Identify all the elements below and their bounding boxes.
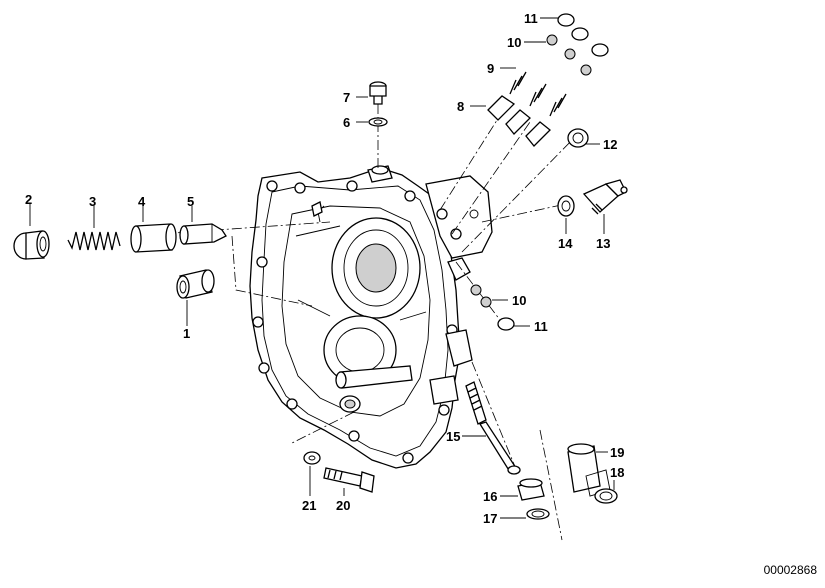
part-10-balls-lower: [470, 284, 492, 308]
part-3-spring: [67, 231, 121, 251]
part-4-sleeve: [130, 223, 177, 253]
part-9-springs: [509, 71, 567, 117]
part-6-washer: [368, 117, 388, 127]
callout-21: 21: [302, 498, 316, 513]
part-21-washer: [303, 451, 321, 465]
callout-3: 3: [89, 194, 96, 209]
callout-17: 17: [483, 511, 497, 526]
part-14-washer: [557, 195, 575, 217]
callout-7: 7: [343, 90, 350, 105]
part-10-balls-top: [546, 34, 592, 76]
callout-11-top: 11: [524, 11, 538, 26]
callout-10-top: 10: [507, 35, 521, 50]
callout-10-lower: 10: [512, 293, 526, 308]
callout-2: 2: [25, 192, 32, 207]
part-1-bushing: [176, 269, 215, 299]
callout-19: 19: [610, 445, 624, 460]
part-20-bolt: [323, 467, 375, 493]
callout-8: 8: [457, 99, 464, 114]
part-7-screw: [369, 81, 387, 105]
callout-1: 1: [183, 326, 190, 341]
document-number: 00002868: [763, 563, 817, 577]
part-17-seal: [526, 508, 550, 520]
part-11-cap-lower: [497, 317, 515, 331]
part-11-caps-top: [557, 13, 609, 57]
callout-labels: 1 2 3 4 5 6 7 8 9 10 10 11 11 12 13 14 1…: [25, 11, 624, 526]
part-18-seal: [594, 488, 618, 504]
part-19-sleeve: [567, 443, 611, 497]
callout-4: 4: [138, 194, 146, 209]
callout-6: 6: [343, 115, 350, 130]
part-8-sleeves: [487, 95, 551, 147]
callout-11-lower: 11: [534, 319, 548, 334]
callout-13: 13: [596, 236, 610, 251]
callout-12: 12: [603, 137, 617, 152]
callout-20: 20: [336, 498, 350, 513]
callout-16: 16: [483, 489, 497, 504]
callout-leader-lines: [29, 17, 615, 519]
assembly-center-lines: [159, 104, 581, 541]
part-13-switch: [582, 179, 628, 215]
callout-18: 18: [610, 465, 624, 480]
part-15-drive-shaft: [465, 381, 521, 475]
callout-14: 14: [558, 236, 573, 251]
callout-15: 15: [446, 429, 460, 444]
transmission-housing: [249, 165, 493, 469]
part-12-seal: [567, 128, 589, 148]
part-2-plug: [13, 230, 50, 260]
callout-9: 9: [487, 61, 494, 76]
part-16-bushing: [517, 478, 545, 501]
callout-5: 5: [187, 194, 194, 209]
part-5-plunger: [179, 223, 227, 245]
